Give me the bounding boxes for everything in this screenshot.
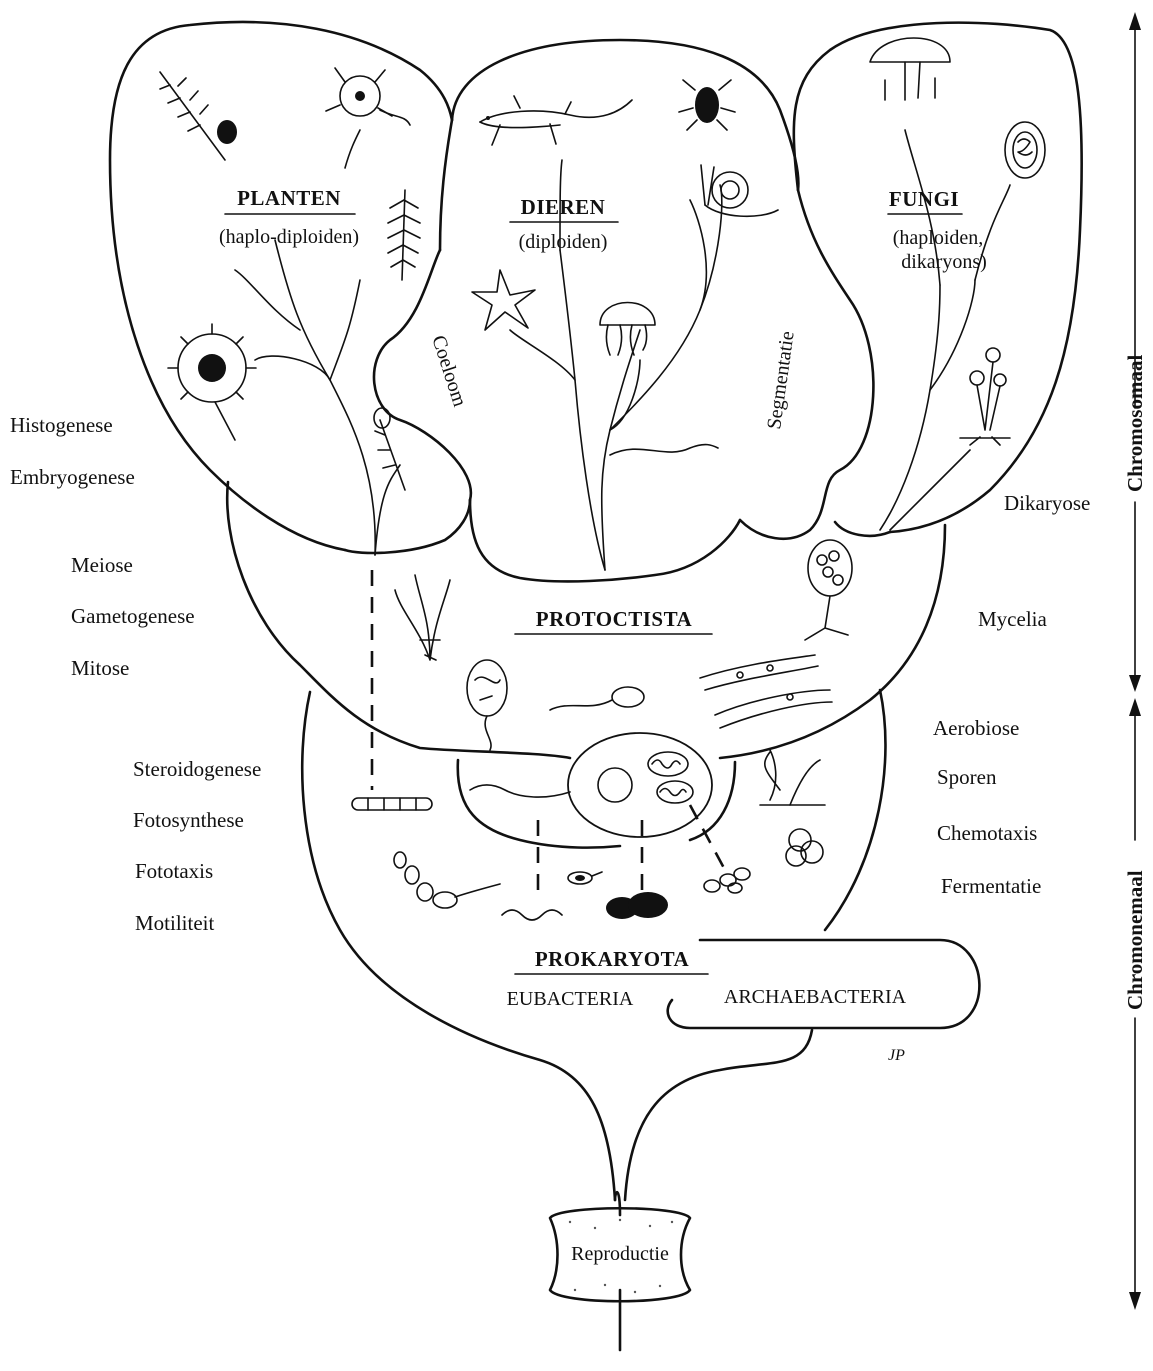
eubacteria-label: EUBACTERIA xyxy=(507,988,634,1010)
right-process-middle-0: Mycelia xyxy=(978,607,1047,631)
eukaryote-cell-lobe xyxy=(458,733,735,848)
axis-lower-label: Chromonemaal xyxy=(1123,870,1147,1010)
fungi-subtitle-line2: dikaryons) xyxy=(901,251,987,273)
cocci-group-icon xyxy=(704,868,750,893)
sunflower-icon xyxy=(168,324,256,440)
seaweed-icon xyxy=(395,575,450,660)
starfish-icon xyxy=(472,270,535,330)
coccus-cluster-icon xyxy=(786,829,823,866)
left-process-upper-1: Embryogenese xyxy=(10,465,135,489)
rod-bacteria-icon xyxy=(568,872,602,884)
cyanobacterium-filament-icon xyxy=(352,798,432,810)
plants-subtitle: (haplo-diploiden) xyxy=(219,226,359,248)
kingdom-labels: PLANTEN (haplo-diploiden) DIEREN (diploi… xyxy=(219,186,987,1010)
fern-frond-icon xyxy=(388,190,420,280)
flagellate-cell-icon xyxy=(467,660,507,750)
left-process-lower-1: Fotosynthese xyxy=(133,808,244,832)
flower-icon xyxy=(326,68,410,125)
left-process-labels: Histogenese Embryogenese Meiose Gametoge… xyxy=(10,413,261,935)
plants-lobe xyxy=(110,22,471,553)
vertical-axis: Chromosomaal Chromonemaal xyxy=(1123,12,1147,1310)
reproduction-label: Reproductie xyxy=(571,1243,669,1265)
worm-icon xyxy=(610,445,718,455)
fungal-spore-icon xyxy=(1005,122,1045,178)
left-process-lower-2: Fototaxis xyxy=(135,859,213,883)
prokaryota-title: PROKARYOTA xyxy=(535,947,690,971)
snail-icon xyxy=(701,165,778,216)
artist-signature: JP xyxy=(888,1047,905,1064)
plants-title: PLANTEN xyxy=(237,186,341,210)
right-process-upper-0: Dikaryose xyxy=(1004,491,1090,515)
sporangium-icon xyxy=(960,348,1010,445)
right-process-lower-2: Chemotaxis xyxy=(937,821,1037,845)
nucleated-cell xyxy=(568,733,712,837)
axis-upper-label: Chromosomaal xyxy=(1123,355,1147,492)
left-process-lower-3: Motiliteit xyxy=(135,911,215,935)
left-process-middle-0: Meiose xyxy=(71,553,133,577)
bacterial-pair-icon xyxy=(606,892,668,919)
left-process-lower-0: Steroidogenese xyxy=(133,757,261,781)
root-trunk xyxy=(615,1192,620,1350)
left-process-upper-0: Histogenese xyxy=(10,413,113,437)
right-process-lower-0: Aerobiose xyxy=(933,716,1019,740)
fungi-subtitle-line1: (haploiden, xyxy=(893,227,984,249)
protoctista-title: PROTOCTISTA xyxy=(536,607,693,631)
actinomycete-icon xyxy=(760,750,825,805)
segmentation-label: Segmentatie xyxy=(763,330,799,431)
hyphae-network-icon xyxy=(700,655,832,728)
mushroom-icon xyxy=(870,38,950,100)
right-process-lower-1: Sporen xyxy=(937,765,997,789)
left-process-middle-1: Gametogenese xyxy=(71,604,195,628)
animals-subtitle: (diploiden) xyxy=(519,231,608,253)
chain-bacteria-icon xyxy=(394,852,500,908)
reproduction-box: Reproductie xyxy=(550,1208,690,1301)
coelom-label: Coeloom xyxy=(427,333,471,410)
conifer-sprig-icon xyxy=(160,72,237,160)
fungi-title: FUNGI xyxy=(889,187,959,211)
zoospore-icon xyxy=(550,687,644,710)
right-process-lower-3: Fermentatie xyxy=(941,874,1041,898)
animals-lobe xyxy=(440,40,873,581)
archaebacteria-capsule xyxy=(668,940,980,1028)
left-process-middle-2: Mitose xyxy=(71,656,129,680)
insect-icon xyxy=(679,80,735,130)
salamander-icon xyxy=(480,96,632,145)
archaebacteria-label: ARCHAEBACTERIA xyxy=(724,986,907,1008)
stalked-sporangium-icon xyxy=(805,540,852,640)
right-process-labels: Dikaryose Mycelia Aerobiose Sporen Chemo… xyxy=(933,491,1090,898)
jellyfish-icon xyxy=(600,303,655,356)
animals-title: DIEREN xyxy=(521,195,606,219)
spirochete-icon xyxy=(502,910,562,920)
